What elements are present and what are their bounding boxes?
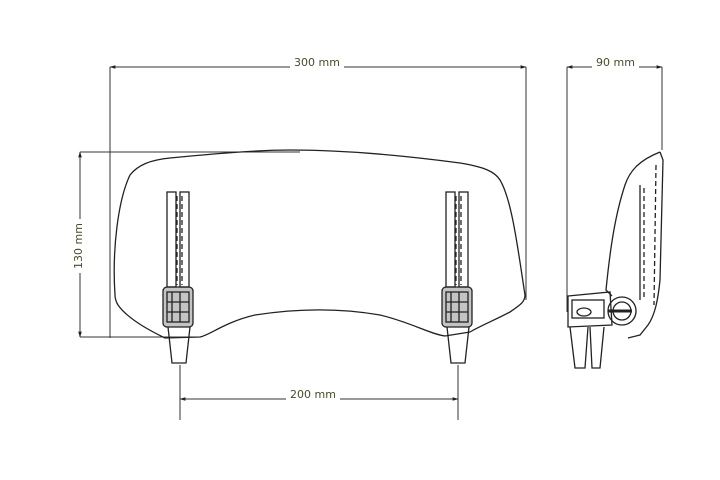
width-dimension-label: 300 mm [290, 56, 344, 70]
depth-dimension-label: 90 mm [592, 56, 639, 70]
dimension-depth [566, 65, 663, 312]
left-mount-rail [162, 191, 194, 364]
side-view [567, 151, 664, 369]
right-mount-rail [441, 191, 473, 364]
mount-spacing-dimension-label: 200 mm [286, 388, 340, 402]
height-dimension-label: 130 mm [71, 219, 86, 273]
front-view [113, 149, 526, 364]
